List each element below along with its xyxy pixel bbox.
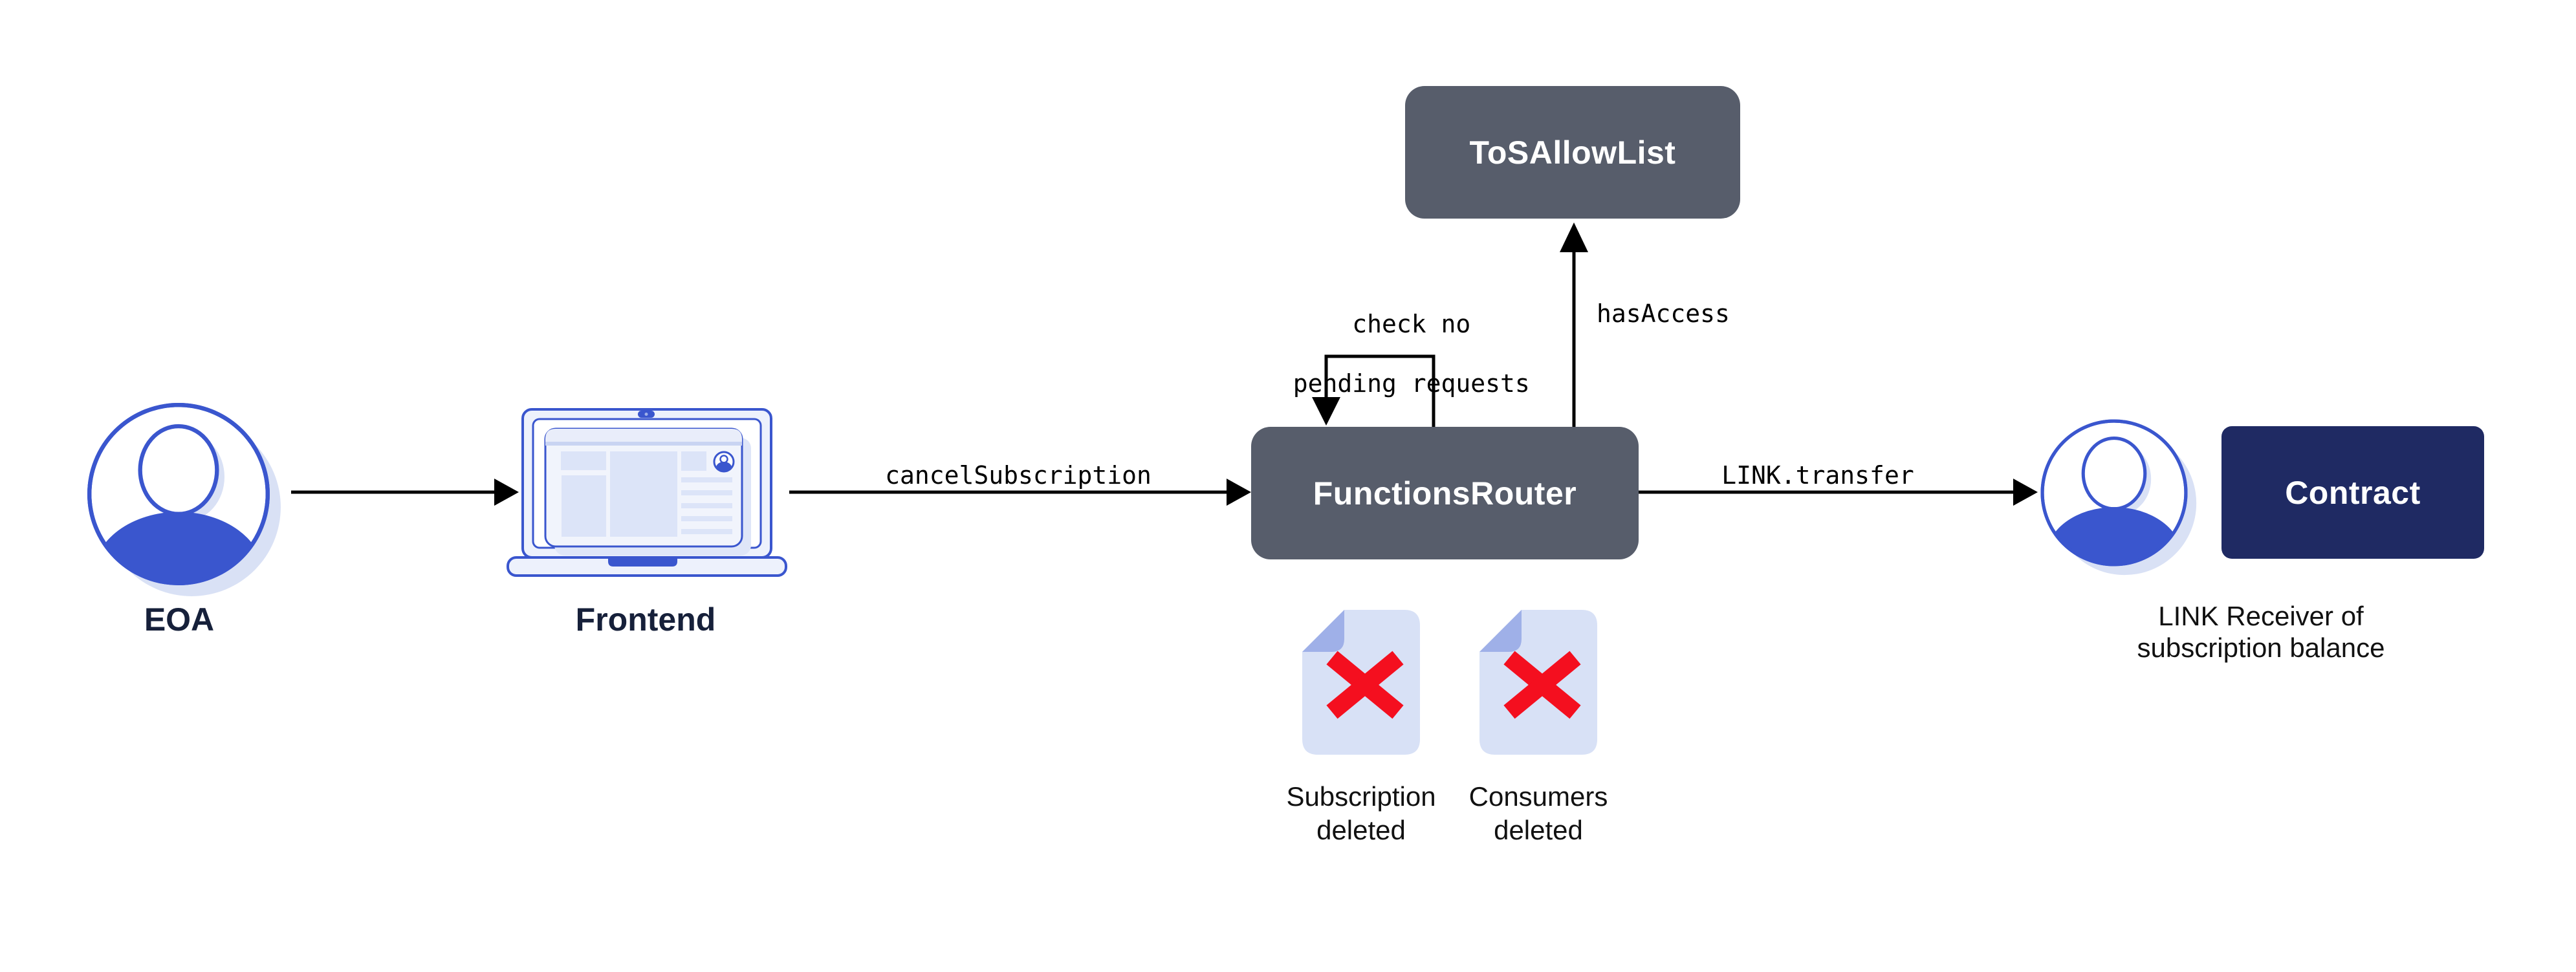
subscription-deleted-label: Subscription deleted bbox=[1286, 781, 1436, 845]
arrow-router-self-loop bbox=[1312, 354, 1435, 427]
arrow-eoa-to-frontend bbox=[291, 479, 519, 506]
arrow-frontend-to-router bbox=[789, 479, 1251, 506]
functions-router-title: FunctionsRouter bbox=[1313, 475, 1577, 512]
link-receiver-avatar-icon bbox=[2031, 410, 2197, 576]
eoa-avatar-icon bbox=[76, 391, 281, 597]
eoa-label: EOA bbox=[144, 601, 215, 638]
subscription-deleted-document-icon bbox=[1302, 610, 1420, 755]
node-functions-router: FunctionsRouter bbox=[1251, 427, 1639, 559]
node-contract: Contract bbox=[2221, 426, 2484, 559]
frontend-label: Frontend bbox=[575, 601, 716, 638]
contract-title: Contract bbox=[2285, 474, 2421, 511]
link-receiver-label: LINK Receiver of subscription balance bbox=[2137, 601, 2385, 663]
edge-label-cancel-subscription: cancelSubscription bbox=[885, 461, 1152, 490]
consumers-deleted-document-icon bbox=[1479, 610, 1597, 755]
edge-label-check-pending: check no pending requests bbox=[1293, 310, 1530, 398]
arrow-router-to-receiver bbox=[1639, 479, 2038, 506]
edge-label-link-transfer: LINK.transfer bbox=[1721, 461, 1914, 490]
frontend-laptop-icon bbox=[505, 406, 789, 578]
tos-allow-list-title: ToSAllowList bbox=[1469, 134, 1676, 171]
edge-label-has-access: hasAccess bbox=[1597, 299, 1730, 328]
node-tos-allow-list: ToSAllowList bbox=[1405, 86, 1740, 219]
arrow-router-to-tos bbox=[1560, 222, 1588, 427]
consumers-deleted-label: Consumers deleted bbox=[1468, 781, 1608, 845]
